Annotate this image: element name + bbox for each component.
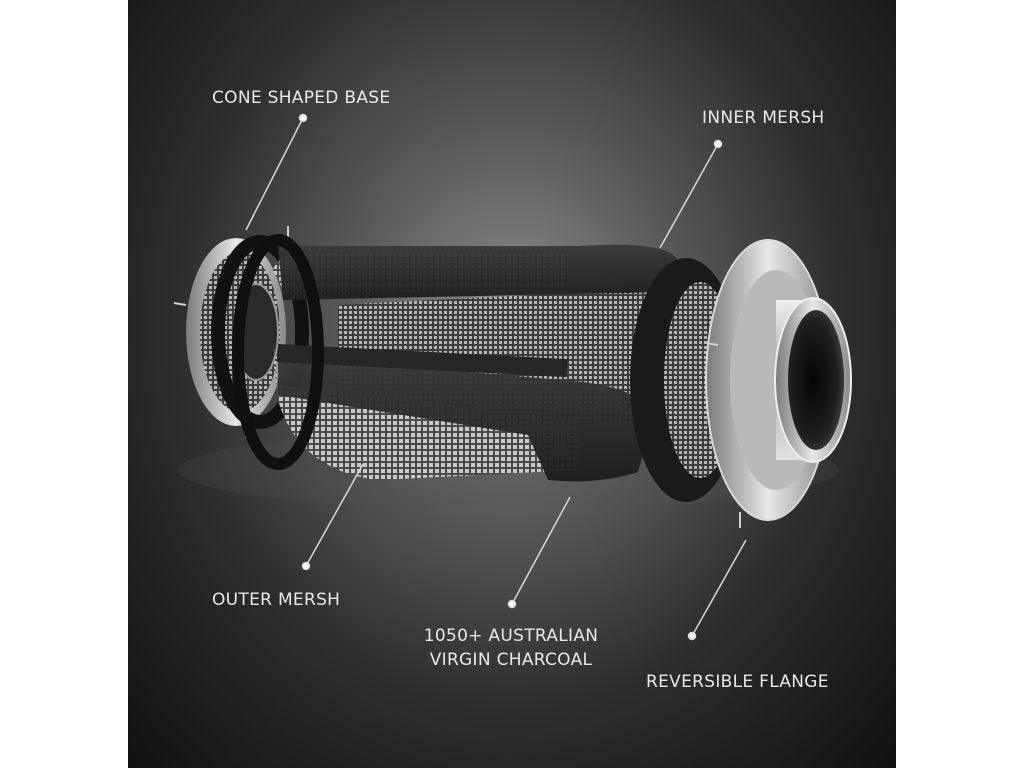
- label-charcoal-line1: 1050+ AUSTRALIAN: [423, 626, 599, 646]
- leader-cone-base: [245, 117, 304, 231]
- label-charcoal: 1050+ AUSTRALIAN VIRGIN CHARCOAL: [396, 624, 626, 672]
- leader-dot-outer-mesh: [301, 561, 311, 571]
- label-inner-mesh: INNER MERSH: [702, 108, 825, 128]
- leader-flange: [691, 539, 747, 637]
- leader-dot-inner-mesh: [713, 139, 723, 149]
- leader-charcoal: [511, 496, 571, 605]
- label-outer-mesh-text: OUTER MERSH: [212, 590, 341, 610]
- leader-dot-charcoal: [507, 599, 517, 609]
- outer-mesh-cylinder: [232, 234, 678, 482]
- exploded-filter-illustration: [173, 113, 852, 641]
- leader-inner-mesh: [659, 143, 719, 249]
- leader-dot-cone-base: [298, 113, 308, 123]
- leader-outer-mesh: [305, 463, 364, 567]
- label-outer-mesh: OUTER MERSH: [212, 588, 340, 612]
- product-diagram: CONE SHAPED BASE INNER MERSH OUTER MERSH…: [128, 0, 896, 768]
- leader-lines: [245, 113, 747, 641]
- reversible-flange: [705, 239, 852, 528]
- label-cone-shaped-base: CONE SHAPED BASE: [212, 88, 391, 108]
- label-charcoal-line2: VIRGIN CHARCOAL: [429, 650, 593, 670]
- leader-dot-flange: [687, 631, 697, 641]
- label-reversible-flange: REVERSIBLE FLANGE: [646, 672, 829, 692]
